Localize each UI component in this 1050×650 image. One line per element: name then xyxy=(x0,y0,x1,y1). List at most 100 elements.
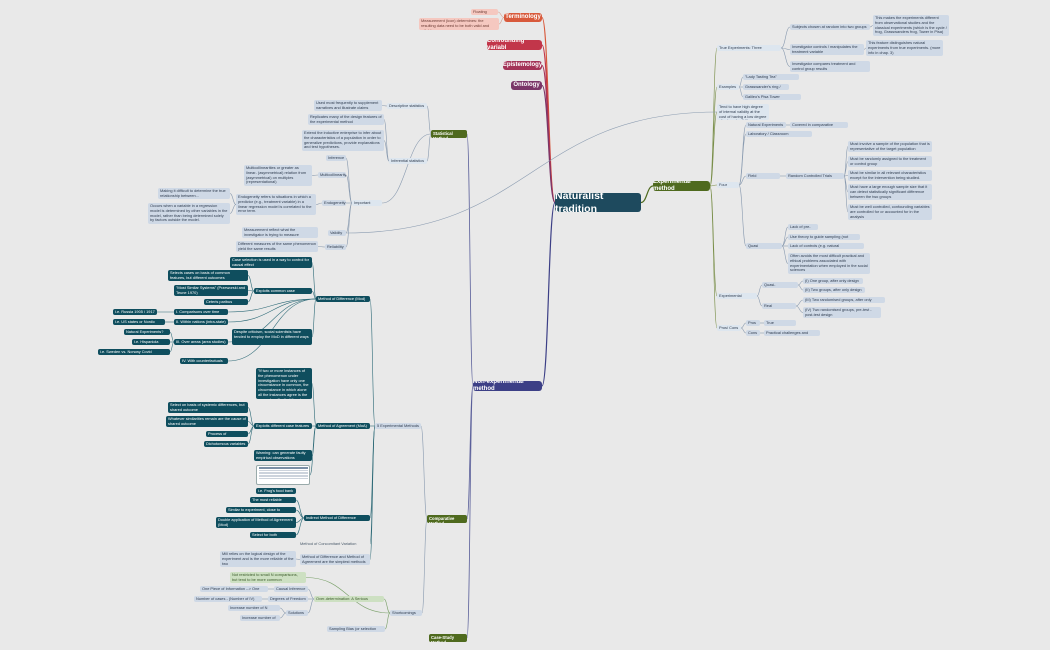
term-validity[interactable]: Validity xyxy=(328,230,346,236)
validity-note[interactable]: Measurement reflect what the investigato… xyxy=(242,227,318,238)
investigator-compares[interactable]: Investigator compares treatment and cont… xyxy=(790,61,870,72)
mod-selects-cases[interactable]: Selects cases on basis of common feature… xyxy=(168,270,248,281)
mod-3-sweden[interactable]: i.e. Sweden vs. Norway Covid response xyxy=(98,349,170,355)
inferential-statistics[interactable]: Inferential statistics xyxy=(389,158,427,164)
example-grasswander[interactable]: Grasswander's ring / bell xyxy=(743,84,789,90)
design-2[interactable]: (II) Two groups, after only design xyxy=(803,287,865,293)
comparative-method[interactable]: Comparative Method xyxy=(427,515,467,523)
design-4[interactable]: (IV) Two randomised groups, pre-test - p… xyxy=(803,307,881,318)
reliability-note[interactable]: Different measures of the same phenomeno… xyxy=(236,241,318,252)
imod-1[interactable]: The most reliable method xyxy=(250,497,296,503)
moa-elimination[interactable]: Process of elimination xyxy=(206,431,248,437)
cons[interactable]: Cons xyxy=(746,330,760,336)
root-topic[interactable]: Naturalist tradition xyxy=(555,193,641,212)
real-exp-design[interactable]: Real experiments xyxy=(762,303,796,309)
term-endogeneity[interactable]: Endogeneity xyxy=(322,200,346,206)
endogeneity-left-1[interactable]: Making it difficult to determine the tru… xyxy=(158,188,230,199)
moa-warning[interactable]: Warning: can generate faulty empirical o… xyxy=(254,450,312,461)
mod-case-selection[interactable]: Case selection is used in a way to contr… xyxy=(230,257,312,268)
quasi-experiments[interactable]: Quasi Experiments xyxy=(746,243,782,249)
mod-3[interactable]: III. Over areas (area studies) xyxy=(174,339,228,345)
mod-2-example[interactable]: i.e. US states or Nordic region xyxy=(113,319,165,325)
field-experiments[interactable]: Field Experiments xyxy=(746,173,780,179)
statistical-method[interactable]: Statistical Method xyxy=(431,130,467,138)
method-of-concomitant-variation[interactable]: Method of Concomitant Variation (MCV) xyxy=(300,541,357,547)
examples[interactable]: Examples xyxy=(717,84,739,90)
quasi-2[interactable]: Use theory to guide sampling (not random… xyxy=(788,234,860,240)
mod-4[interactable]: IV. With counterfactuals xyxy=(180,358,228,364)
dof-formula[interactable]: Number of cases - (Number of IV) xyxy=(194,596,262,602)
mod-mss[interactable]: "Most Similar Systems" (Przeworski and T… xyxy=(174,285,248,296)
term-reliability[interactable]: Reliability xyxy=(325,244,346,250)
moa-select[interactable]: Select on basis of systemic differences,… xyxy=(168,402,248,413)
example-lady-tea[interactable]: "Lady Tasting Tea" Experiment xyxy=(743,74,799,80)
shortcomings[interactable]: Shortcomings xyxy=(390,610,422,616)
method-of-difference[interactable]: Method of Difference (Mod) xyxy=(316,296,370,302)
term-inference[interactable]: Inference xyxy=(326,155,346,161)
over-determination[interactable]: Over-determination: A Serious Problem xyxy=(314,596,384,602)
mod-1[interactable]: I. Comparisons over time (diachronic) xyxy=(174,309,228,315)
true-experiments[interactable]: True Experiments: Three components xyxy=(717,45,781,51)
mod-3-natural[interactable]: Natural Experiments? xyxy=(124,329,170,335)
moa-quote[interactable]: "If two or more instances of the phenome… xyxy=(256,368,312,399)
degrees-of-freedom[interactable]: Degrees of Freedom xyxy=(268,596,308,602)
moa-table-note[interactable]: i.e. Frog's food bank xyxy=(256,488,296,494)
one-piece[interactable]: One Piece of Information --> One Fact xyxy=(200,586,268,592)
solutions[interactable]: Solutions xyxy=(286,610,308,616)
investigator-controls[interactable]: Investigator controls / manipulates the … xyxy=(790,44,864,55)
imod-3[interactable]: Double application of Method of Agreemen… xyxy=(216,517,296,528)
five-experimental-methods[interactable]: 5 Experimental Methods xyxy=(375,423,421,429)
four-types[interactable]: Four Types xyxy=(717,182,739,188)
topic-epistemology[interactable]: Epistemology xyxy=(503,61,542,70)
topic-non-experimental-method[interactable]: Non-experimental method xyxy=(473,381,542,391)
cons-1[interactable]: Practical challenges and costs xyxy=(764,330,820,336)
rct-req-5[interactable]: Must be well controlled, confounding var… xyxy=(848,204,932,220)
rct[interactable]: Random Controlled Trials (RCT) xyxy=(786,173,844,179)
moa-whatever[interactable]: Whatever similarities remain are the cau… xyxy=(166,416,248,427)
endogeneity-left-2[interactable]: Occurs when a variable in a regression m… xyxy=(148,203,230,224)
design-1[interactable]: (I) One group, after only design xyxy=(803,278,863,284)
floating-topic[interactable]: Floating Topic xyxy=(471,9,498,15)
mod-despite[interactable]: Despite criticism, social scientists hav… xyxy=(232,329,312,345)
moa-exploits[interactable]: Exploits different case features xyxy=(254,423,312,429)
case-study-method[interactable]: Case-Study Method xyxy=(429,634,467,642)
quasi-1[interactable]: Lack of pre-test xyxy=(788,224,818,230)
indirect-method-of-difference[interactable]: Indirect Method of Difference (IMoD) xyxy=(304,515,370,521)
rct-req-2[interactable]: Must be randomly assigned to the treatme… xyxy=(848,156,932,167)
inferential-note-1[interactable]: Replicates many of the design features o… xyxy=(308,114,384,125)
lab-experiments[interactable]: Laboratory / Classroom Experiments xyxy=(746,131,812,137)
experimental-designs[interactable]: Experimental Designs xyxy=(717,293,757,299)
example-galileo[interactable]: Galileo's Pisa Tower experiment xyxy=(743,94,801,100)
pros[interactable]: Pros xyxy=(746,320,760,326)
mod-exploits[interactable]: Exploits common case features xyxy=(254,288,312,294)
topic-experimental-method[interactable]: Experimental method xyxy=(653,181,710,191)
natural-experiments[interactable]: Natural Experiments xyxy=(746,122,786,128)
solution-2[interactable]: Increase number of IV xyxy=(240,615,280,621)
multicollinearity-note[interactable]: Multicollinearities or greater as linear… xyxy=(244,165,312,186)
descriptive-note[interactable]: Used most frequently to supplement narra… xyxy=(314,100,382,111)
mill-note[interactable]: Mill relies on the logical design of the… xyxy=(220,551,296,567)
investigator-note[interactable]: This feature distinguishes natural exper… xyxy=(866,40,943,56)
quasi-3[interactable]: Lack of controls (e.g. natural experimen… xyxy=(788,243,864,249)
mod-3-hispaniola[interactable]: i.e. Hispaniola xyxy=(132,339,170,345)
rct-req-3[interactable]: Must be similar in all relevant characte… xyxy=(848,170,932,181)
solution-1[interactable]: Increase number of N (cases) xyxy=(228,605,280,611)
small-n-note[interactable]: Not restricted to small N comparisons, b… xyxy=(230,572,306,583)
imod-2[interactable]: Similar to experiment, close to statisti… xyxy=(226,507,296,513)
topic-terminology[interactable]: Terminology xyxy=(504,13,542,22)
pros-1[interactable]: True experiment xyxy=(764,320,796,326)
moa-dichotomous[interactable]: Dichotomous variables xyxy=(204,441,248,447)
descriptive-statistics[interactable]: Descriptive statistics xyxy=(387,103,427,109)
validity-note[interactable]: Tend to have high degree of internal val… xyxy=(717,104,769,120)
sampling-bias[interactable]: Sampling Bias (or selection bias) xyxy=(327,626,385,632)
mod-ceteris[interactable]: Ceteris paribus variables xyxy=(204,299,248,305)
quasi-exp-design[interactable]: Quasi-experiments xyxy=(762,282,798,288)
pros-cons[interactable]: Pros/ Cons xyxy=(717,325,741,331)
mill-simplest[interactable]: Method of Difference and Method of Agree… xyxy=(300,554,370,565)
quasi-4[interactable]: Often avoids the most difficult practica… xyxy=(788,253,870,274)
natural-note[interactable]: Covered in comparative method xyxy=(790,122,848,128)
subjects-random[interactable]: Subjects chosen at random into two group… xyxy=(790,24,870,30)
endogeneity-note[interactable]: Endogeneity refers to situations in whic… xyxy=(236,194,316,215)
method-of-agreement[interactable]: Method of Agreement (MoA) xyxy=(316,423,370,429)
rct-req-4[interactable]: Must have a large enough sample size tha… xyxy=(848,184,932,200)
